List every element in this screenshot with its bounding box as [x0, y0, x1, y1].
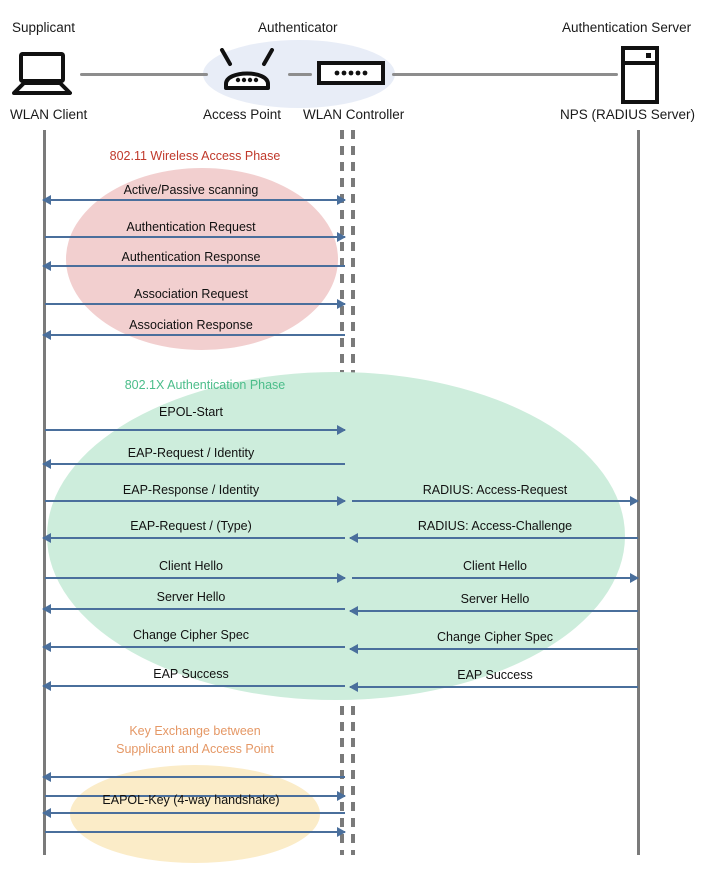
message-label: EPOL-Start — [159, 405, 223, 419]
role-title-authenticator: Authenticator — [258, 20, 338, 35]
message-arrow — [45, 496, 346, 506]
network-switch-icon — [316, 60, 386, 91]
message-label: Client Hello — [159, 559, 223, 573]
message-arrow — [45, 827, 346, 837]
message-label: EAP-Response / Identity — [122, 483, 260, 497]
message-arrow — [349, 533, 638, 543]
phase1-caption: 802.11 Wireless Access Phase — [109, 149, 281, 163]
message-label: Association Request — [134, 287, 248, 301]
message-label: Client Hello — [463, 559, 527, 573]
phase1-ellipse — [66, 168, 338, 350]
message-arrow — [352, 573, 639, 583]
message-arrow — [45, 299, 346, 309]
message-arrow — [42, 808, 345, 818]
message-label: Active/Passive scanning — [123, 183, 259, 197]
phase3-caption: Key Exchange between Supplicant and Acce… — [116, 724, 274, 756]
node-label-wlan-client: WLAN Client — [10, 107, 88, 122]
lifeline-authentication-server — [637, 130, 640, 855]
message-arrow — [42, 330, 345, 340]
role-title-authentication-server: Authentication Server — [562, 20, 692, 35]
message-label: Server Hello — [156, 590, 226, 604]
message-arrow — [42, 604, 345, 614]
message-arrow — [42, 261, 345, 271]
message-label: Server Hello — [460, 592, 530, 606]
link-controller-to-server — [392, 73, 618, 76]
message-arrow — [42, 642, 345, 652]
laptop-icon — [12, 52, 72, 101]
message-label: RADIUS: Access-Request — [422, 483, 568, 497]
phase3-ellipse — [70, 765, 320, 863]
message-arrow — [42, 459, 345, 469]
role-title-supplicant: Supplicant — [12, 20, 76, 35]
message-label: Authentication Response — [121, 250, 261, 264]
node-label-nps: NPS (RADIUS Server) — [560, 107, 696, 122]
message-arrow — [349, 644, 638, 654]
link-ap-to-controller — [288, 73, 312, 76]
message-label: EAP-Request / (Type) — [130, 519, 252, 533]
message-arrow — [42, 195, 345, 205]
message-arrow — [42, 772, 345, 782]
message-arrow — [42, 533, 345, 543]
message-label: Change Cipher Spec — [132, 628, 250, 642]
message-label: Authentication Request — [126, 220, 256, 234]
message-label: EAP Success — [153, 667, 229, 681]
message-arrow — [352, 496, 639, 506]
message-arrow — [349, 682, 638, 692]
link-client-to-ap — [80, 73, 208, 76]
node-label-access-point: Access Point — [203, 107, 282, 122]
message-arrow — [45, 573, 346, 583]
message-label: Change Cipher Spec — [436, 630, 554, 644]
message-label: EAP-Request / Identity — [127, 446, 255, 460]
wireless-router-icon — [216, 48, 278, 99]
message-label: RADIUS: Access-Challenge — [417, 519, 573, 533]
message-arrow — [349, 606, 638, 616]
lifeline-supplicant — [43, 130, 46, 855]
phase2-caption: 802.1X Authentication Phase — [124, 378, 286, 392]
message-label: Association Response — [129, 318, 253, 332]
node-label-wlan-controller: WLAN Controller — [303, 107, 405, 122]
message-arrow — [45, 425, 346, 435]
message-arrow — [42, 681, 345, 691]
message-label: EAP Success — [457, 668, 533, 682]
server-tower-icon — [620, 46, 660, 109]
message-arrow — [45, 232, 346, 242]
eapol-key-group-label: EAPOL-Key (4-way handshake) — [102, 793, 280, 807]
phase2-ellipse — [47, 372, 625, 700]
message-arrow — [45, 791, 346, 801]
